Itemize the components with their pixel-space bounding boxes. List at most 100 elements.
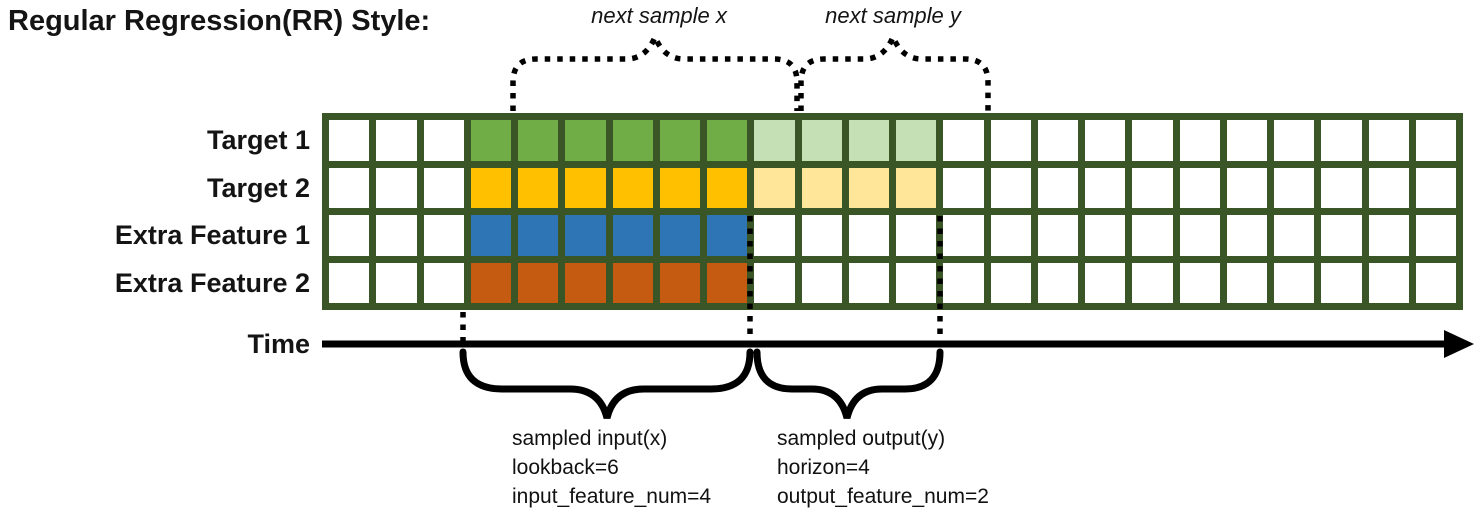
grid-cell (943, 120, 984, 161)
grid-cell (423, 215, 464, 256)
grid-cell (423, 120, 464, 161)
next-sample-y-brace (798, 29, 991, 111)
grid-cell (896, 120, 937, 161)
grid-cell (990, 120, 1031, 161)
grid-cell (329, 215, 370, 256)
grid-cell (1132, 215, 1173, 256)
grid-cell (801, 167, 842, 208)
grid-cell (612, 167, 653, 208)
grid-cell (848, 167, 889, 208)
grid-cell (754, 167, 795, 208)
grid-cell (801, 120, 842, 161)
grid-cell (1226, 167, 1267, 208)
time-axis-label: Time (247, 329, 310, 359)
grid-cell (896, 262, 937, 303)
grid-cell (848, 215, 889, 256)
grid-cell (896, 167, 937, 208)
grid-cell (1226, 215, 1267, 256)
grid-cell (801, 215, 842, 256)
grid-cell (943, 262, 984, 303)
grid-cell (659, 215, 700, 256)
grid-cell (707, 262, 748, 303)
grid-cell (1179, 167, 1220, 208)
row-label-target-1: Target 1 (206, 125, 310, 155)
grid-cell (1274, 120, 1315, 161)
grid-cell (1226, 120, 1267, 161)
grid-cell (990, 262, 1031, 303)
sampled-output-annotation: sampled output(y) horizon=4 output_featu… (777, 424, 989, 511)
grid-cell (1179, 120, 1220, 161)
grid-cell (470, 215, 511, 256)
grid-cell (848, 262, 889, 303)
grid-cell (1368, 262, 1409, 303)
grid-cell (518, 167, 559, 208)
grid-cell (659, 262, 700, 303)
grid-cell (376, 262, 417, 303)
grid-cell (1368, 215, 1409, 256)
grid-cell (1085, 215, 1126, 256)
grid-cell (943, 215, 984, 256)
grid-cell (1179, 262, 1220, 303)
grid-cell (1132, 262, 1173, 303)
grid-cell (707, 167, 748, 208)
row-label-extra-feature-2: Extra Feature 2 (114, 268, 310, 298)
grid-cell (754, 120, 795, 161)
grid-cell (470, 167, 511, 208)
grid-cell (612, 215, 653, 256)
grid-cell (1274, 262, 1315, 303)
grid-cell (707, 120, 748, 161)
grid-cell (990, 215, 1031, 256)
grid-cell (1085, 120, 1126, 161)
grid-cell (1179, 215, 1220, 256)
grid-cell (423, 262, 464, 303)
grid-cell (1037, 167, 1078, 208)
timeseries-grid (322, 113, 1463, 310)
grid-cell (423, 167, 464, 208)
grid-cell (376, 215, 417, 256)
grid-cell (1415, 215, 1456, 256)
grid-cell (848, 120, 889, 161)
grid-cell (1368, 167, 1409, 208)
lookback-value: lookback=6 (512, 456, 619, 479)
grid-cell (1037, 215, 1078, 256)
grid-cell (565, 167, 606, 208)
sampled-input-annotation: sampled input(x) lookback=6 input_featur… (512, 424, 711, 511)
diagram-title: Regular Regression(RR) Style: (8, 5, 431, 37)
grid-cell (707, 215, 748, 256)
grid-cell (754, 215, 795, 256)
grid-cell (1085, 262, 1126, 303)
grid-cell (1415, 262, 1456, 303)
row-label-target-2: Target 2 (206, 173, 310, 203)
grid-cell (990, 167, 1031, 208)
output-window-brace (753, 348, 944, 419)
grid-cell (1321, 262, 1362, 303)
grid-cell (376, 167, 417, 208)
horizon-value: horizon=4 (777, 456, 870, 479)
grid-cell (1226, 262, 1267, 303)
grid-cell (1321, 215, 1362, 256)
grid-cell (518, 262, 559, 303)
grid-cell (1274, 167, 1315, 208)
grid-cell (659, 120, 700, 161)
grid-cell (659, 167, 700, 208)
grid-cell (329, 167, 370, 208)
grid-cell (612, 120, 653, 161)
grid-cell (329, 120, 370, 161)
output-feature-num-value: output_feature_num=2 (777, 485, 989, 508)
input-window-brace (459, 348, 754, 419)
next-sample-x-brace (510, 29, 800, 111)
grid-cell (1132, 167, 1173, 208)
sampled-input-title: sampled input(x) (512, 427, 668, 450)
grid-cell (565, 262, 606, 303)
grid-cell (470, 262, 511, 303)
grid-cell (376, 120, 417, 161)
time-arrow-head (1444, 330, 1474, 358)
grid-cell (1321, 167, 1362, 208)
grid-cell (1132, 120, 1173, 161)
grid-cell (943, 167, 984, 208)
grid-cell (329, 262, 370, 303)
grid-cell (1085, 167, 1126, 208)
grid-cell (612, 262, 653, 303)
grid-cell (754, 262, 795, 303)
